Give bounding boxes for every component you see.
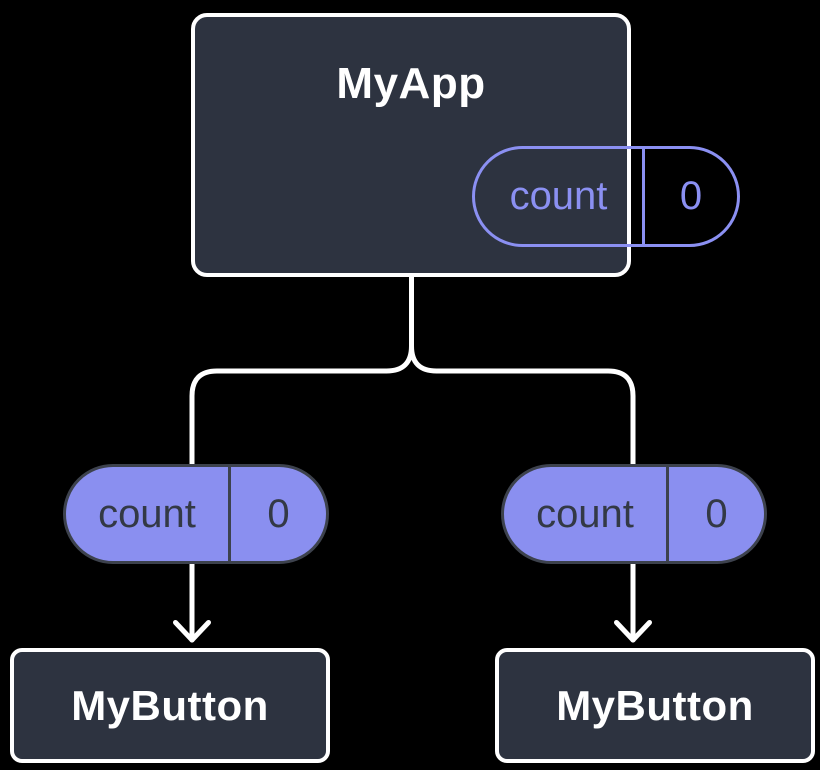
component-card-mybutton-right: MyButton xyxy=(495,648,815,763)
state-pill: count 0 xyxy=(472,146,740,247)
prop-name: count xyxy=(98,491,196,536)
right-branch-line xyxy=(409,259,636,643)
right-down-arrowhead-icon xyxy=(614,620,652,643)
state-value: 0 xyxy=(642,149,737,244)
prop-value: 0 xyxy=(666,467,764,561)
component-title: MyButton xyxy=(71,681,269,729)
prop-pill-left: count 0 xyxy=(63,464,329,564)
component-title: MyButton xyxy=(556,681,754,729)
component-card-mybutton-left: MyButton xyxy=(10,648,330,763)
state-name: count xyxy=(509,174,608,218)
prop-value: 0 xyxy=(228,467,326,561)
prop-name: count xyxy=(536,491,634,536)
left-down-arrowhead-icon xyxy=(173,620,211,643)
prop-pill-right: count 0 xyxy=(501,464,767,564)
component-card-myapp: MyApp count 0 xyxy=(191,13,740,277)
component-title: MyApp xyxy=(336,59,486,108)
left-branch-line xyxy=(189,259,414,643)
